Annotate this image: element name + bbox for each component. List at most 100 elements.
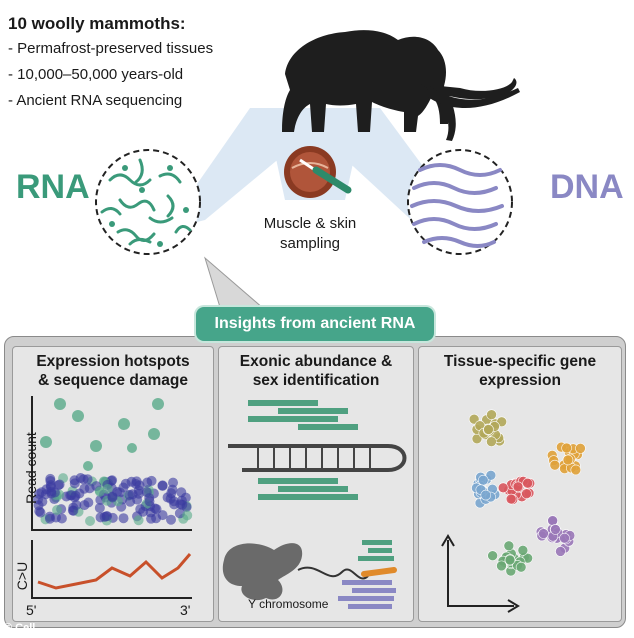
cluster-dot <box>483 424 494 435</box>
top-illustration <box>95 30 520 340</box>
cluster-dot <box>517 545 529 556</box>
cluster-dot <box>522 477 533 489</box>
mammoth-icon <box>282 30 520 141</box>
read-count-dot <box>166 488 177 499</box>
cu-axes <box>31 540 192 599</box>
panel-1-title-line-2: & sequence damage <box>38 372 188 389</box>
rna-label: RNA <box>16 168 90 206</box>
read-bars-top <box>248 400 358 430</box>
tissue-clusters <box>441 409 586 613</box>
x-end-label: 3' <box>180 602 191 618</box>
panel-1-title-line-1: Expression hotspots <box>36 353 190 370</box>
cluster-dot <box>486 436 497 447</box>
cluster-dot <box>486 409 497 420</box>
read-bars-bottom <box>258 478 358 500</box>
read-count-dot <box>35 507 46 518</box>
cluster-dot <box>487 550 498 562</box>
cluster-dot <box>547 515 558 526</box>
panel-2-title: Exonic abundance & sex identification <box>218 352 414 390</box>
hotspot-dots <box>40 398 164 471</box>
x-start-label: 5' <box>26 602 37 618</box>
cluster-dot <box>505 493 517 505</box>
read-count-dot <box>166 514 177 525</box>
cluster-dot <box>504 554 516 566</box>
cluster-dot <box>559 532 570 544</box>
read-count-dot <box>107 492 118 503</box>
read-count-dot <box>146 475 157 486</box>
bullet-age: - 10,000–50,000 years-old <box>8 66 184 83</box>
read-count-dot <box>71 500 82 511</box>
read-count-dot <box>66 490 77 501</box>
cluster-dot <box>480 489 492 501</box>
cluster-dot <box>477 474 489 486</box>
read-count-dot <box>144 496 155 507</box>
cluster-dot <box>515 561 527 573</box>
read-count-dot <box>141 487 152 498</box>
y-chromosome-label: Y chromosome <box>248 597 329 611</box>
sampling-line-1: Muscle & skin <box>263 215 357 232</box>
cluster-axis-arrow-up <box>441 534 455 547</box>
read-count-dot <box>182 510 193 521</box>
panel-2-title-line-2: sex identification <box>252 372 380 389</box>
read-count-dot <box>102 511 113 522</box>
cluster-dot <box>549 459 561 471</box>
scalpel-icon <box>284 146 352 198</box>
read-count-dot <box>175 499 186 510</box>
read-count-dots <box>33 473 193 527</box>
read-count-dot <box>49 487 60 498</box>
read-count-axes <box>31 396 192 531</box>
panel-3-title: Tissue-specific gene expression <box>418 352 622 390</box>
panel-3-title-line-2: expression <box>479 372 561 389</box>
read-count-dot <box>102 484 113 495</box>
rna-molecules-icon <box>95 149 201 255</box>
credit-label: © Cell <box>4 622 36 634</box>
cluster-dot <box>575 443 586 454</box>
cluster-dot <box>521 488 532 500</box>
cluster-dot <box>570 464 582 476</box>
read-count-dot <box>79 483 90 494</box>
chromosome-icon <box>222 543 369 601</box>
cu-label: C>U <box>14 561 31 591</box>
panel-2-title-line-1: Exonic abundance & <box>239 353 393 370</box>
read-count-dot <box>56 513 67 524</box>
sampling-line-2: sampling <box>279 235 341 252</box>
read-count-dot <box>150 503 161 514</box>
read-count-dot <box>75 473 86 484</box>
cluster-dot <box>503 540 515 552</box>
bullet-tissues: - Permafrost-preserved tissues <box>8 40 214 57</box>
read-count-dot <box>133 488 144 499</box>
cluster-dot <box>561 442 572 454</box>
read-bars-y <box>358 540 394 561</box>
read-count-dot <box>94 486 105 497</box>
panel-3-title-line-1: Tissue-specific gene <box>443 353 597 370</box>
cu-line <box>37 553 192 590</box>
cluster-axis-arrow-right <box>507 599 520 613</box>
read-count-dot <box>168 477 179 488</box>
read-count-dot <box>54 479 65 490</box>
cluster-dot <box>538 528 549 539</box>
sampling-caption: Muscle & skin sampling <box>240 214 380 254</box>
cluster-dot <box>555 546 566 557</box>
cluster-groups <box>468 409 586 577</box>
read-count-dot <box>133 515 144 526</box>
cluster-dot <box>485 469 497 481</box>
dna-bars-y <box>338 580 396 609</box>
read-count-dot <box>157 480 168 491</box>
read-count-dot <box>138 506 149 517</box>
read-count-dot <box>94 502 105 513</box>
read-count-label: Read count <box>23 432 39 504</box>
panel-1-title: Expression hotspots & sequence damage <box>12 352 214 390</box>
y-gene-marker <box>361 567 397 577</box>
main-title: 10 woolly mammoths: <box>8 14 186 33</box>
cluster-dot <box>497 482 509 494</box>
dna-molecules-icon <box>407 149 513 255</box>
read-count-dot <box>52 505 63 516</box>
read-count-dot <box>85 516 96 527</box>
read-count-dot <box>176 487 187 498</box>
dna-label: DNA <box>550 168 624 206</box>
read-count-dot <box>118 482 129 493</box>
read-count-dot <box>146 513 157 524</box>
cluster-dot <box>550 524 561 535</box>
exonic-illustration <box>222 400 407 609</box>
read-count-dot <box>118 513 129 524</box>
